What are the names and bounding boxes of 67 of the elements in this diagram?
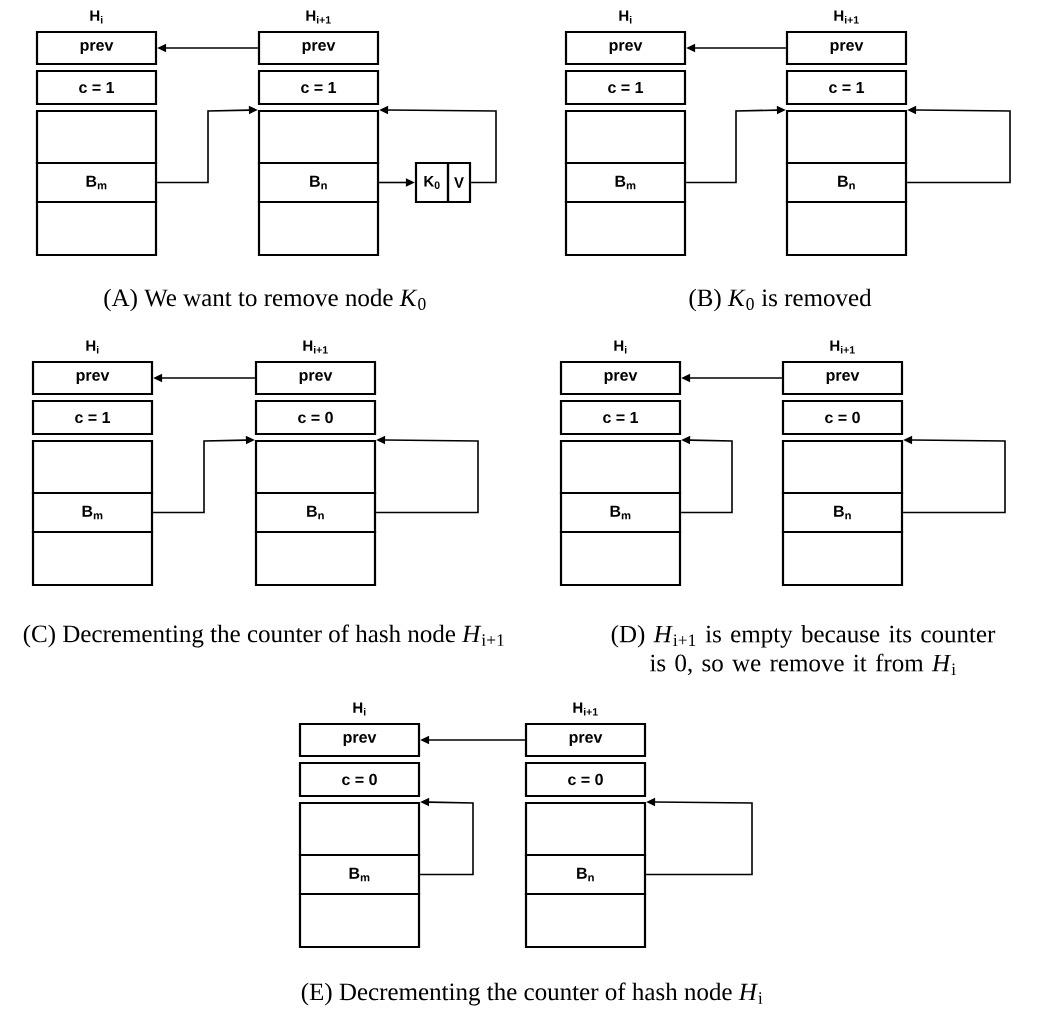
bucket-cell	[298, 801, 421, 857]
list-node-field: V	[446, 161, 472, 204]
bucket-cell	[781, 439, 904, 495]
bucket-cell	[31, 439, 154, 495]
bucket-cell	[254, 439, 377, 495]
hash-node-heading: H$_{i}$	[353, 702, 366, 716]
bucket-cell: B$_{n}$	[785, 161, 908, 204]
bucket-cell	[564, 200, 687, 257]
pointer-field: prev	[298, 722, 421, 758]
hash-node-heading: H$_{i}$	[86, 340, 99, 354]
pointer-field: prev	[31, 360, 154, 396]
bucket-cell	[35, 109, 158, 165]
bucket-cell: B$_{m}$	[35, 161, 158, 204]
pointer-field: prev	[35, 30, 158, 66]
bucket-cell	[781, 530, 904, 587]
pointer-field: prev	[254, 360, 377, 396]
bucket-cell	[257, 200, 380, 257]
pointer-field: prev	[257, 30, 380, 66]
bucket-cell	[298, 892, 421, 949]
pointer-field: prev	[524, 722, 647, 758]
bucket-cell	[257, 109, 380, 165]
bucket-cell	[35, 200, 158, 257]
counter-field: c = 1	[257, 69, 380, 106]
list-node-field: K$_{0}$	[414, 161, 450, 204]
bucket-cell	[254, 530, 377, 587]
bucket-cell	[524, 892, 647, 949]
bucket-cell: B$_{n}$	[254, 491, 377, 534]
pointer-field: prev	[781, 360, 904, 396]
hash-node-heading: H$_{i+1}$	[830, 340, 855, 354]
bucket-cell	[559, 439, 682, 495]
subfigure-caption: (B) K$_{0}$ is removed	[689, 288, 872, 312]
counter-field: c = 0	[298, 761, 421, 798]
counter-field: c = 0	[781, 399, 904, 436]
bucket-cell	[524, 801, 647, 857]
bucket-cell: B$_{n}$	[524, 853, 647, 896]
counter-field: c = 0	[254, 399, 377, 436]
counter-field: c = 1	[35, 69, 158, 106]
hash-node-heading: H$_{i}$	[619, 10, 632, 24]
pointer-field: prev	[785, 30, 908, 66]
bucket-cell	[785, 109, 908, 165]
bucket-cell: B$_{m}$	[298, 853, 421, 896]
bucket-cell	[785, 200, 908, 257]
bucket-cell	[559, 530, 682, 587]
subfigure-caption: (A) We want to remove node K$_{0}$	[104, 288, 426, 312]
bucket-cell: B$_{n}$	[257, 161, 380, 204]
subfigure-caption: (C) Decrementing the counter of hash node H$_{i+1}$	[23, 624, 504, 648]
hash-node-heading: H$_{i+1}$	[834, 10, 859, 24]
subfigure-caption: (D) H$_{i+1}$ is empty because its counter is 0, so we remove it from H$_{i}$	[611, 624, 996, 676]
bucket-cell: B$_{m}$	[559, 491, 682, 534]
hash-node-heading: H$_{i+1}$	[303, 340, 328, 354]
counter-field: c = 1	[559, 399, 682, 436]
pointer-field: prev	[559, 360, 682, 396]
counter-field: c = 1	[564, 69, 687, 106]
counter-field: c = 1	[31, 399, 154, 436]
bucket-cell	[564, 109, 687, 165]
bucket-cell	[31, 530, 154, 587]
counter-field: c = 1	[785, 69, 908, 106]
hash-node-heading: H$_{i+1}$	[306, 10, 331, 24]
bucket-cell: B$_{m}$	[564, 161, 687, 204]
hash-node-heading: H$_{i}$	[90, 10, 103, 24]
hash-node-heading: H$_{i+1}$	[573, 702, 598, 716]
hash-node-heading: H$_{i}$	[614, 340, 627, 354]
pointer-field: prev	[564, 30, 687, 66]
counter-field: c = 0	[524, 761, 647, 798]
subfigure-caption: (E) Decrementing the counter of hash node H$_{i}$	[301, 982, 763, 1006]
bucket-cell: B$_{n}$	[781, 491, 904, 534]
bucket-cell: B$_{m}$	[31, 491, 154, 534]
